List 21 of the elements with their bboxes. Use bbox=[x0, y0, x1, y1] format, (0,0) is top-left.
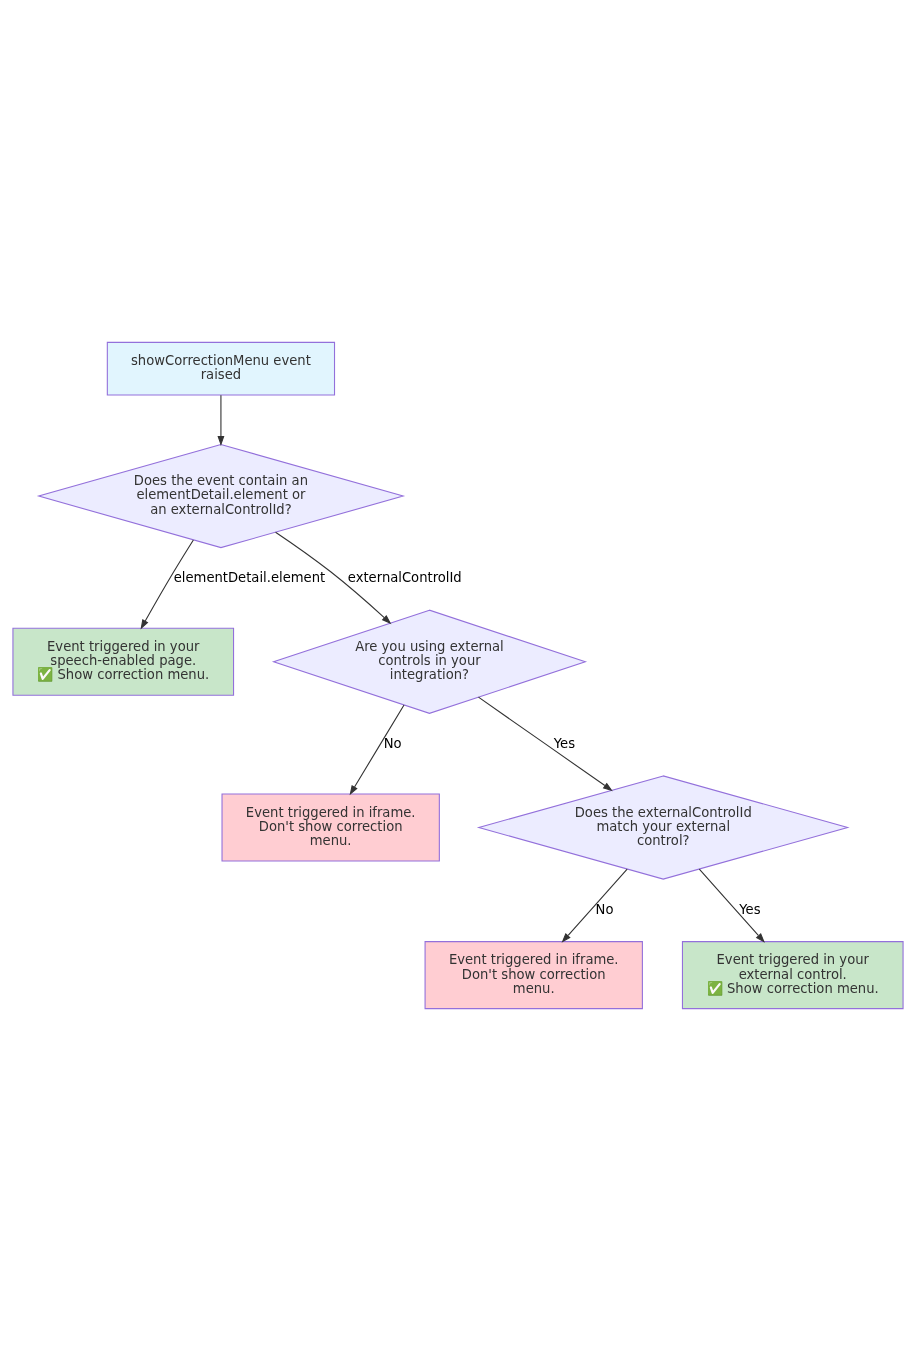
node-box: Event triggered in your external control. ✅ Show correction menu. bbox=[681, 940, 904, 1009]
arrow bbox=[561, 868, 628, 943]
node-diamond: Are you using external controls in your integration? bbox=[271, 609, 588, 714]
arrow bbox=[217, 394, 225, 446]
edge-label: No bbox=[383, 735, 402, 751]
node-box: Event triggered in your speech-enabled page. ✅ Show correction menu. bbox=[12, 627, 235, 696]
node-box: Event triggered in iframe. Don't show correction menu. bbox=[424, 940, 643, 1009]
edge-label: externalControlId bbox=[347, 569, 462, 585]
edge-label: elementDetail.element bbox=[173, 569, 326, 585]
node-diamond: Does the event contain an elementDetail.element or an externalControlId? bbox=[36, 443, 406, 548]
edge-label: Yes bbox=[739, 901, 761, 917]
edge-label: No bbox=[595, 901, 614, 917]
node-box: Event triggered in iframe. Don't show correction menu. bbox=[221, 793, 440, 862]
arrow bbox=[698, 868, 765, 943]
arrow bbox=[275, 531, 392, 624]
arrow bbox=[477, 696, 613, 791]
arrow bbox=[140, 538, 194, 629]
arrow bbox=[349, 703, 405, 795]
node-box: showCorrectionMenu event raised bbox=[106, 341, 336, 396]
node-diamond: Does the externalControlId match your external control? bbox=[476, 774, 850, 880]
edge-label: Yes bbox=[553, 735, 576, 751]
